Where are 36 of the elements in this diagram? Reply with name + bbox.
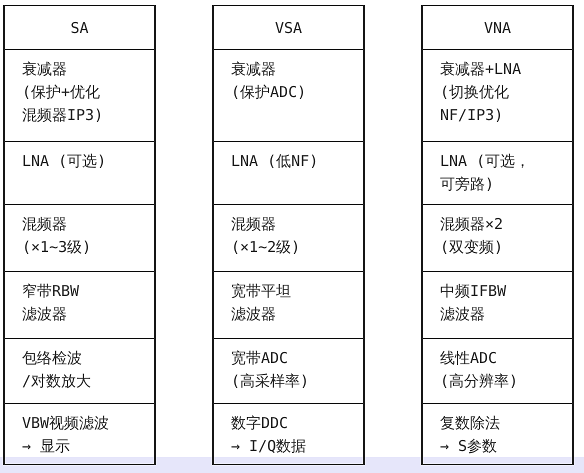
stage-label: 包络检波 [22, 348, 82, 369]
stage-note: (切换优化NF/IP3) [440, 82, 510, 126]
column-header: SA [69, 18, 90, 39]
stage-label: 复数除法 [440, 413, 500, 434]
column-header: VNA [482, 18, 512, 39]
stage-label: 宽带ADC [231, 348, 288, 369]
stage-label: 混频器×2 [440, 214, 504, 235]
column-box [421, 5, 574, 465]
column-header: VSA [274, 18, 304, 39]
stage-label: 宽带平坦滤波器 [231, 281, 292, 325]
stage-note: (保护+优化混频器IP3) [22, 82, 104, 126]
stage-note: → S参数 [440, 436, 498, 457]
stage-note: → 显示 [22, 436, 70, 457]
stage-label: 窄带RBW滤波器 [22, 281, 80, 325]
stage-note: /对数放大 [22, 371, 92, 392]
stage-note: → I/Q数据 [231, 436, 306, 457]
stage-note: (保护ADC) [231, 82, 306, 103]
stage-label: 数字DDC [231, 413, 288, 434]
stage-note: (双变频) [440, 237, 504, 258]
stage-label: LNA (低NF) [231, 151, 318, 172]
stage-note: (高采样率) [231, 371, 310, 392]
stage-note: (×1~2级) [231, 237, 300, 258]
stage-label: 衰减器 [231, 59, 276, 80]
stage-label: 混频器 [22, 214, 67, 235]
stage-label: 混频器 [231, 214, 276, 235]
stage-note: (×1~3级) [22, 237, 92, 258]
column-box [212, 5, 365, 465]
column-box [3, 5, 156, 465]
stage-label: 衰减器+LNA [440, 59, 522, 80]
stage-label: LNA (可选，可旁路) [440, 151, 532, 195]
stage-label: 衰减器 [22, 59, 67, 80]
stage-label: VBW视频滤波 [22, 413, 110, 434]
stage-note: (高分辨率) [440, 371, 518, 392]
stage-label: 中频IFBW滤波器 [440, 281, 508, 325]
stage-label: LNA (可选) [22, 151, 106, 172]
stage-label: 线性ADC [440, 348, 498, 369]
